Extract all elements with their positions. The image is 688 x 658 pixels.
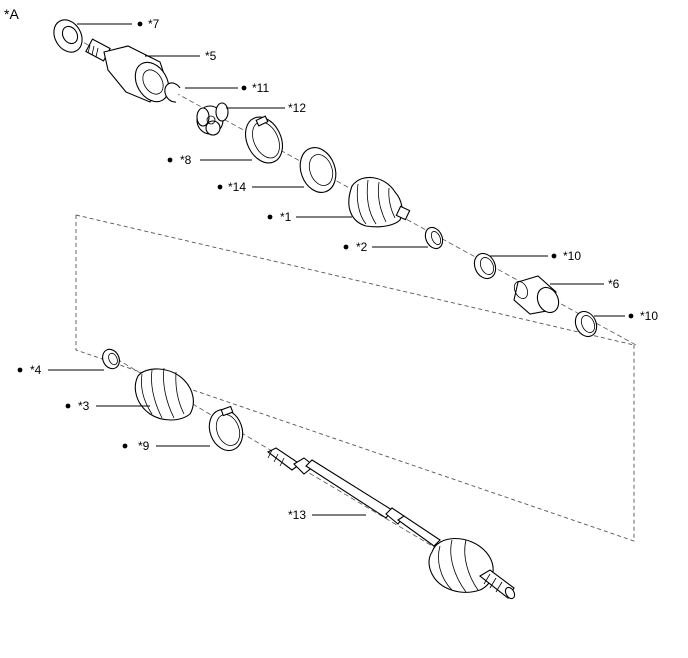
- outboard-small-clamp-part: [102, 348, 120, 370]
- bullet-8: [167, 157, 173, 163]
- callout-9: *9: [138, 439, 150, 453]
- inboard-boot-part: [348, 176, 411, 228]
- callout-3: *3: [78, 399, 90, 413]
- callout-5: *5: [205, 49, 217, 63]
- bullet-4: [17, 367, 23, 373]
- bullet-7: [137, 21, 143, 27]
- snap-ring-part: [164, 82, 181, 103]
- callout-12: *12: [288, 101, 306, 115]
- callout-8: *8: [180, 153, 192, 167]
- bullet-9: [122, 443, 128, 449]
- inboard-joint-tulip-part: [85, 38, 170, 103]
- damper-clamp-lower-part: [574, 310, 598, 338]
- bullet-2: [343, 244, 349, 250]
- bullet-14: [217, 184, 223, 190]
- damper-clamp-upper-part: [473, 252, 497, 280]
- callout-11: *11: [252, 81, 269, 95]
- callout-7: *7: [148, 17, 160, 31]
- callout-14: *14: [228, 180, 246, 194]
- callout-1: *1: [280, 210, 292, 224]
- callout-6: *6: [608, 277, 620, 291]
- callout-13: *13: [288, 508, 306, 522]
- drive-shaft-part: [266, 447, 516, 600]
- dynamic-damper-part: [513, 275, 560, 315]
- group-frame: [75, 215, 635, 542]
- inboard-small-clamp-part: [424, 226, 444, 250]
- bullet-10a: [551, 253, 557, 259]
- bullet-10b: [628, 313, 634, 319]
- inboard-boot-clamp-part: [245, 115, 283, 164]
- callout-2: *2: [356, 240, 368, 254]
- bullet-11: [241, 85, 247, 91]
- boot-retainer-part: [299, 147, 337, 193]
- dust-seal-part: [53, 19, 83, 53]
- outboard-boot-part: [134, 367, 194, 421]
- callout-10-upper: *10: [563, 249, 581, 263]
- view-label: *A: [4, 6, 19, 22]
- callout-4: *4: [30, 363, 42, 377]
- tripod-joint-part: [196, 102, 229, 136]
- group-frame-top: [75, 214, 635, 346]
- bullet-1: [267, 214, 273, 220]
- callout-10-lower: *10: [640, 309, 658, 323]
- bullet-3: [65, 403, 71, 409]
- outboard-boot-clamp-part: [208, 405, 244, 452]
